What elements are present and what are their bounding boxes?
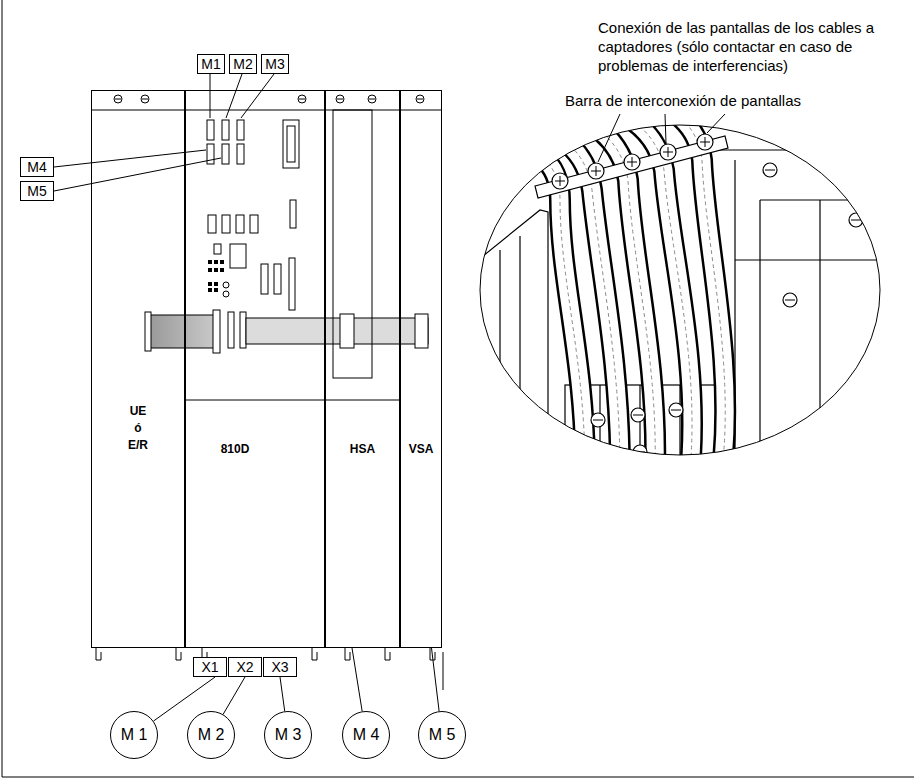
callout-label: X3 xyxy=(271,659,288,675)
label-box: M2 xyxy=(229,54,257,74)
drive-module: VSA xyxy=(400,90,442,648)
callout-label: M1 xyxy=(201,56,220,72)
callout-label: M 1 xyxy=(121,726,148,744)
motor-circle: M 2 xyxy=(187,711,235,759)
callout-label: X2 xyxy=(236,659,253,675)
part-label: Barra de interconexión de pantallas xyxy=(565,91,801,110)
motor-circle: M 4 xyxy=(342,711,390,759)
callout-label: M 2 xyxy=(198,726,225,744)
label-box: X1 xyxy=(193,657,227,677)
cable-line xyxy=(432,648,440,711)
callout-label: M2 xyxy=(233,56,252,72)
motor-circle: M 3 xyxy=(264,711,312,759)
module-name: HSA xyxy=(326,441,399,458)
label-box: M1 xyxy=(197,54,225,74)
label-box: X2 xyxy=(228,657,262,677)
module-name: VSA xyxy=(401,441,441,458)
module-name: UE ó E/R xyxy=(128,403,148,454)
label-box: M3 xyxy=(261,54,289,74)
drive-module: UE ó E/R xyxy=(91,90,185,648)
cable-line xyxy=(280,677,285,711)
label-box: X3 xyxy=(263,657,297,677)
cable-line xyxy=(223,677,245,714)
callout-label: M 4 xyxy=(353,726,380,744)
motor-circle: M 1 xyxy=(110,711,158,759)
drive-module: 810D xyxy=(185,90,325,648)
callout-label: M3 xyxy=(265,56,284,72)
callout-label: X1 xyxy=(201,659,218,675)
callout-label: M 5 xyxy=(429,726,456,744)
note-text: Conexión de las pantallas de los cables … xyxy=(598,18,903,75)
label-box: M5 xyxy=(20,181,54,201)
callout-label: M4 xyxy=(27,159,46,175)
label-box: M4 xyxy=(20,157,54,177)
motor-circle: M 5 xyxy=(418,711,466,759)
callout-label: M 3 xyxy=(275,726,302,744)
drive-module: HSA xyxy=(325,90,400,648)
callout-label: M5 xyxy=(27,183,46,199)
module-name: 810D xyxy=(204,441,266,458)
cable-line xyxy=(352,648,362,711)
